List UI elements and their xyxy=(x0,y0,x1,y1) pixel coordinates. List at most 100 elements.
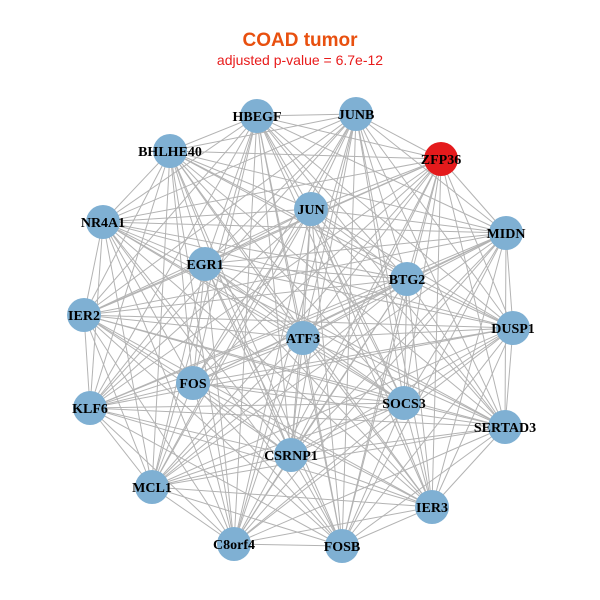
edge-JUN-C8orf4 xyxy=(233,208,312,545)
edge-JUN-FOSB xyxy=(310,208,343,547)
edge-DUSP1-MCL1 xyxy=(151,327,514,488)
edge-BHLHE40-EGR1 xyxy=(169,150,206,265)
node-label: ZFP36 xyxy=(421,153,461,168)
node-circle xyxy=(188,247,222,281)
edge-ATF3-IER3 xyxy=(302,337,433,508)
edge-EGR1-KLF6 xyxy=(89,263,206,409)
edge-ZFP36-FOSB xyxy=(341,158,442,547)
edge-HBEGF-KLF6 xyxy=(89,115,258,409)
edge-ATF3-C8orf4 xyxy=(233,337,304,545)
edge-FOS-MCL1 xyxy=(151,382,194,488)
edge-MIDN-IER2 xyxy=(83,232,507,316)
edge-EGR1-C8orf4 xyxy=(204,263,235,545)
edge-FOS-KLF6 xyxy=(89,382,194,409)
edge-JUNB-SOCS3 xyxy=(355,113,405,404)
edge-ZFP36-DUSP1 xyxy=(440,158,514,329)
edge-IER2-SERTAD3 xyxy=(83,314,506,428)
edge-JUN-MIDN xyxy=(310,208,507,234)
edge-BTG2-MCL1 xyxy=(151,278,408,488)
edge-HBEGF-CSRNP1 xyxy=(256,115,292,456)
edge-ZFP36-JUN xyxy=(310,158,442,210)
edge-MIDN-KLF6 xyxy=(89,232,507,409)
edge-IER3-C8orf4 xyxy=(233,506,433,545)
edge-C8orf4-FOSB xyxy=(233,543,343,547)
node-EGR1: EGR1 xyxy=(186,247,224,281)
node-ATF3: ATF3 xyxy=(286,321,320,355)
edge-FOS-FOSB xyxy=(192,382,343,547)
edge-ATF3-SOCS3 xyxy=(302,337,405,404)
node-label: CSRNP1 xyxy=(264,449,318,464)
node-label: ATF3 xyxy=(286,332,320,347)
edge-MIDN-IER3 xyxy=(431,232,507,508)
edge-DUSP1-IER3 xyxy=(431,327,514,508)
node-label: KLF6 xyxy=(72,402,108,417)
node-circle xyxy=(176,366,210,400)
edge-SOCS3-SERTAD3 xyxy=(403,402,506,428)
edge-MIDN-CSRNP1 xyxy=(290,232,507,456)
edge-FOS-CSRNP1 xyxy=(192,382,292,456)
edge-BHLHE40-CSRNP1 xyxy=(169,150,292,456)
edge-CSRNP1-MCL1 xyxy=(151,454,292,488)
edge-EGR1-FOS xyxy=(192,263,206,384)
node-BTG2: BTG2 xyxy=(389,262,426,296)
edge-KLF6-FOSB xyxy=(89,407,343,547)
edge-MIDN-EGR1 xyxy=(204,232,507,265)
edge-MCL1-FOSB xyxy=(151,486,343,547)
edge-BHLHE40-ATF3 xyxy=(169,150,304,339)
edge-CSRNP1-IER3 xyxy=(290,454,433,508)
edge-BHLHE40-SERTAD3 xyxy=(169,150,506,428)
edge-SERTAD3-FOSB xyxy=(341,426,506,547)
edge-JUN-NR4A1 xyxy=(102,208,312,223)
edge-IER2-DUSP1 xyxy=(83,314,514,329)
edge-JUN-BTG2 xyxy=(310,208,408,280)
edge-JUNB-SERTAD3 xyxy=(355,113,506,428)
edge-BHLHE40-SOCS3 xyxy=(169,150,405,404)
edge-DUSP1-C8orf4 xyxy=(233,327,514,545)
edge-ATF3-CSRNP1 xyxy=(290,337,304,456)
node-label: IER2 xyxy=(68,309,100,324)
edge-FOS-C8orf4 xyxy=(192,382,235,545)
edge-ZFP36-NR4A1 xyxy=(102,158,442,223)
node-circle xyxy=(240,99,274,133)
node-label: HBEGF xyxy=(232,110,281,125)
node-IER2: IER2 xyxy=(67,298,101,332)
node-label: IER3 xyxy=(416,501,448,516)
edge-FOS-SOCS3 xyxy=(192,382,405,404)
edge-NR4A1-BTG2 xyxy=(102,221,408,280)
edge-FOS-SERTAD3 xyxy=(192,382,506,428)
node-circle xyxy=(489,216,523,250)
edge-BTG2-IER3 xyxy=(406,278,433,508)
edge-HBEGF-EGR1 xyxy=(204,115,258,265)
edge-JUNB-NR4A1 xyxy=(102,113,357,223)
edge-EGR1-IER2 xyxy=(83,263,206,316)
edge-JUN-EGR1 xyxy=(204,208,312,265)
edge-ZFP36-IER2 xyxy=(83,158,442,316)
edge-ZFP36-BHLHE40 xyxy=(169,150,442,160)
edge-ATF3-MCL1 xyxy=(151,337,304,488)
edge-NR4A1-C8orf4 xyxy=(102,221,235,545)
edge-SOCS3-CSRNP1 xyxy=(290,402,405,456)
edge-BHLHE40-BTG2 xyxy=(169,150,408,280)
node-label: BTG2 xyxy=(389,273,426,288)
edge-IER2-IER3 xyxy=(83,314,433,508)
edge-BTG2-KLF6 xyxy=(89,278,408,409)
edge-EGR1-IER3 xyxy=(204,263,433,508)
edge-CSRNP1-FOSB xyxy=(290,454,343,547)
node-circle xyxy=(387,386,421,420)
node-C8orf4: C8orf4 xyxy=(213,527,255,561)
edge-EGR1-SERTAD3 xyxy=(204,263,506,428)
edge-NR4A1-MIDN xyxy=(102,221,507,234)
edge-CSRNP1-C8orf4 xyxy=(233,454,292,545)
node-circle xyxy=(415,490,449,524)
edge-SERTAD3-C8orf4 xyxy=(233,426,506,545)
node-JUNB: JUNB xyxy=(338,97,374,131)
edge-HBEGF-IER2 xyxy=(83,115,258,316)
edge-KLF6-IER3 xyxy=(89,407,433,508)
edge-JUNB-DUSP1 xyxy=(355,113,514,329)
node-label: SOCS3 xyxy=(382,397,426,412)
node-label: FOSB xyxy=(324,540,361,555)
node-circle xyxy=(390,262,424,296)
figure-title: COAD tumor xyxy=(242,30,358,51)
edge-EGR1-ATF3 xyxy=(204,263,304,339)
